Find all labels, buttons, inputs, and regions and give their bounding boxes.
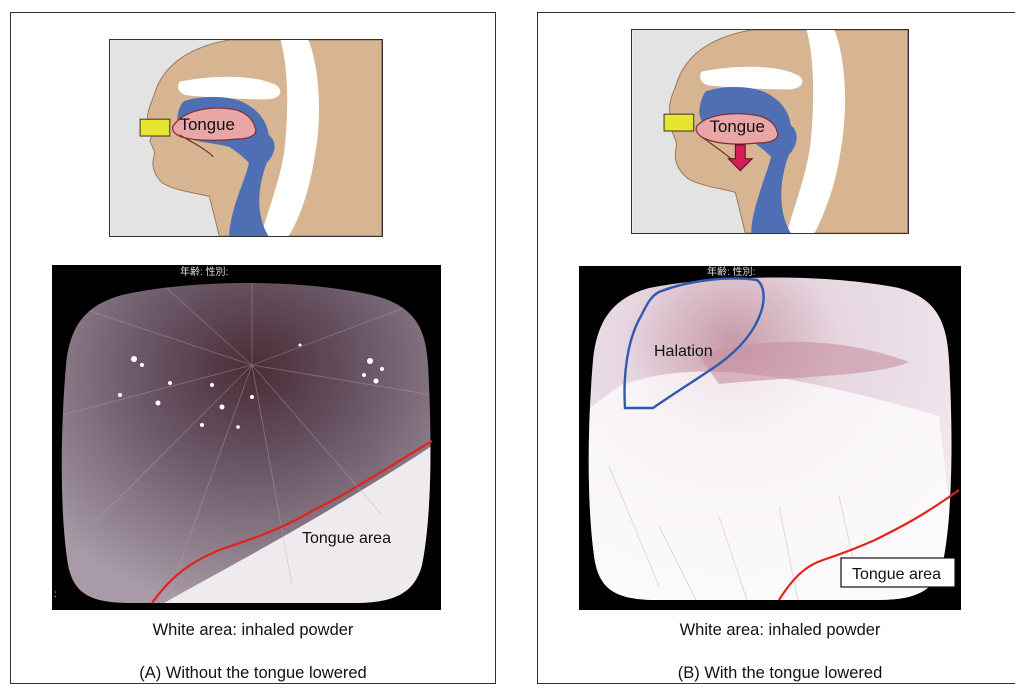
tongue-area-label: Tongue area (302, 530, 391, 547)
panel-caption-b: (B) With the tongue lowered (538, 664, 1015, 683)
tongue-area-label: Tongue area (852, 566, 941, 583)
head-cross-section-b: Tongue (632, 30, 908, 233)
photo-header-text: 年齢: 性別: (707, 266, 755, 278)
endoscope-image-b: 年齢: 性別: Halation Tongue area (579, 266, 961, 610)
photo-header-text: 年齢: 性別: (180, 265, 228, 278)
panel-b: Tongue 年齢: 性別: (537, 12, 1015, 684)
tongue-label: Tongue (180, 115, 235, 134)
white-area-caption-a: White area: inhaled powder (11, 621, 495, 640)
panel-a: Tongue 年齢: 性別: (10, 12, 496, 684)
head-diagram-b: Tongue (631, 29, 909, 234)
halation-label: Halation (654, 343, 713, 360)
head-diagram-a: Tongue (109, 39, 383, 237)
panel-caption-a: (A) Without the tongue lowered (11, 664, 495, 683)
inhaler-mouthpiece (664, 114, 694, 131)
scope-view-a (52, 265, 441, 610)
tongue-label: Tongue (710, 117, 765, 136)
endoscope-photo-a: 年齢: 性別: (52, 265, 441, 610)
head-cross-section-a: Tongue (110, 40, 382, 236)
photo-corner-mark: : (54, 589, 57, 600)
endoscope-image-a: 年齢: 性別: (52, 265, 441, 610)
white-area-caption-b: White area: inhaled powder (538, 621, 1015, 640)
endoscope-photo-b: 年齢: 性別: Halation Tongue area (579, 266, 961, 610)
inhaler-mouthpiece (140, 119, 170, 136)
